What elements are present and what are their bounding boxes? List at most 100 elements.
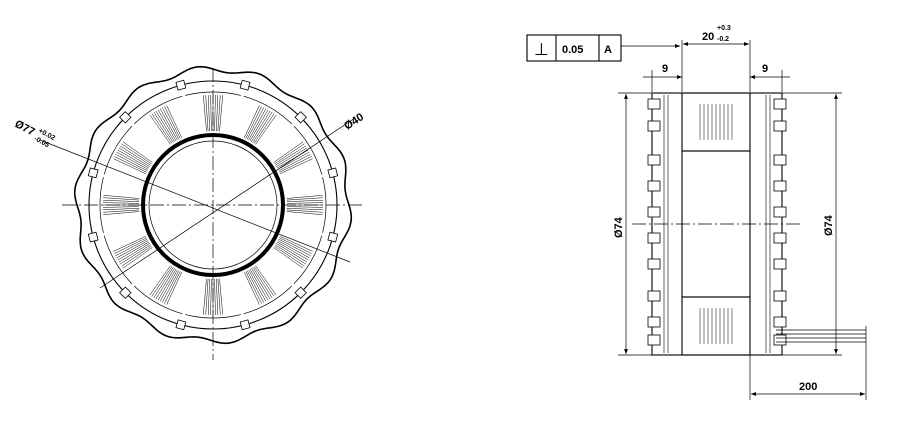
side-tooth [773,316,787,328]
winding-hatch-line [164,271,181,304]
winding-hatch-line [252,267,273,298]
winding-hatch-line [217,95,221,132]
side-tooth [773,290,787,302]
side-tooth [773,232,787,244]
side-tooth [773,120,787,132]
winding-hatch-line [277,240,310,259]
winding-hatch-line [286,197,323,201]
pole-gap [92,222,144,239]
winding-hatch-line [286,195,323,199]
winding-hatch-line [246,107,265,140]
slot-tab [175,319,187,331]
side-tooth [773,206,787,218]
winding-hatch-line [203,278,207,315]
side-tooth [773,154,787,166]
pole-gap [179,274,196,326]
winding-hatch-line [103,209,140,213]
side-tooth [773,258,787,270]
coil-detail [699,104,733,344]
winding-hatch-line [115,153,148,172]
winding-hatch-line [216,95,219,132]
winding-hatch-line [166,271,183,305]
winding-hatch-line [161,270,180,303]
winding-hatch-line [286,208,323,211]
winding-hatch-line [121,143,152,165]
slot-tab [119,111,132,124]
inner-diameter-label: Ø40 [342,111,366,132]
side-tooth [647,180,661,192]
winding-hatch-line [155,110,175,142]
winding-hatch-line [249,268,269,301]
winding-hatch-line [117,241,150,261]
winding-hatch-line [253,266,275,297]
slot-tab [327,167,339,179]
winding-hatch-line [275,145,306,166]
winding-hatch-line [205,95,209,132]
pole-gap [262,116,302,156]
datum-label: A [604,44,612,56]
width-dim-label: 20 [702,31,714,43]
lead-length-label: 200 [799,381,817,393]
slot-tab [239,79,251,91]
slot-tab [294,286,307,299]
winding-hatch-line [245,106,262,139]
slot-tab [119,286,132,299]
winding-hatch-line [157,109,177,142]
winding-hatch-line [251,110,271,142]
winding-hatch-line [274,143,305,165]
winding-hatch-line [207,95,210,132]
winding-hatch-line [274,245,305,267]
side-tooth [773,180,787,192]
width-tol-lower: -0.2 [717,36,729,43]
winding-hatch-line [248,269,267,302]
slot-tab [175,79,187,91]
winding-hatch-line [246,270,265,303]
slot-tab [87,231,99,243]
winding-hatch-line [286,206,324,208]
winding-hatch-line [273,141,304,163]
winding-hatch-line [122,247,153,269]
side-tooth [647,232,661,244]
winding-hatch-line [115,238,148,257]
winding-hatch-line [118,243,150,263]
slot-tab [239,319,251,331]
winding-hatching [102,94,324,316]
winding-hatch-line [161,107,180,140]
winding-hatch-line [153,267,174,298]
winding-hatch-line [217,278,221,315]
lead-wires [776,326,867,346]
winding-hatch-line [278,238,311,257]
winding-hatch-line [286,199,323,202]
perpendicularity-symbol: ⊥ [534,40,549,59]
winding-hatch-line [155,268,175,300]
winding-hatch-line [276,147,308,167]
winding-hatch-line [279,237,312,254]
winding-hatch-line [122,141,153,163]
winding-hatch-line [207,278,210,315]
winding-hatch-line [113,158,147,175]
winding-hatch-line [214,94,216,132]
outer-diameter-label: Ø77 [13,118,37,138]
slot-tab [327,231,339,243]
pole-gap [282,171,334,188]
slot-tab [87,167,99,179]
winding-hatch-line [286,202,324,204]
winding-hatch-line [103,199,140,202]
slot-tab [294,111,307,124]
side-tooth [647,154,661,166]
winding-hatch-line [159,269,178,302]
winding-hatch-line [203,95,207,132]
winding-hatch-line [219,95,223,132]
winding-hatch-line [278,153,311,172]
winding-hatch-line [210,278,212,316]
winding-hatch-line [255,114,277,145]
side-tooth [647,290,661,302]
side-tooth [647,120,661,132]
winding-hatch-line [279,235,313,252]
winding-hatch-line [120,244,151,265]
pole-gap [230,274,247,326]
side-tooth [647,98,661,110]
coil-bottom [681,296,751,356]
pole-gap [230,84,247,136]
width-tol-upper: +0.3 [717,25,731,32]
